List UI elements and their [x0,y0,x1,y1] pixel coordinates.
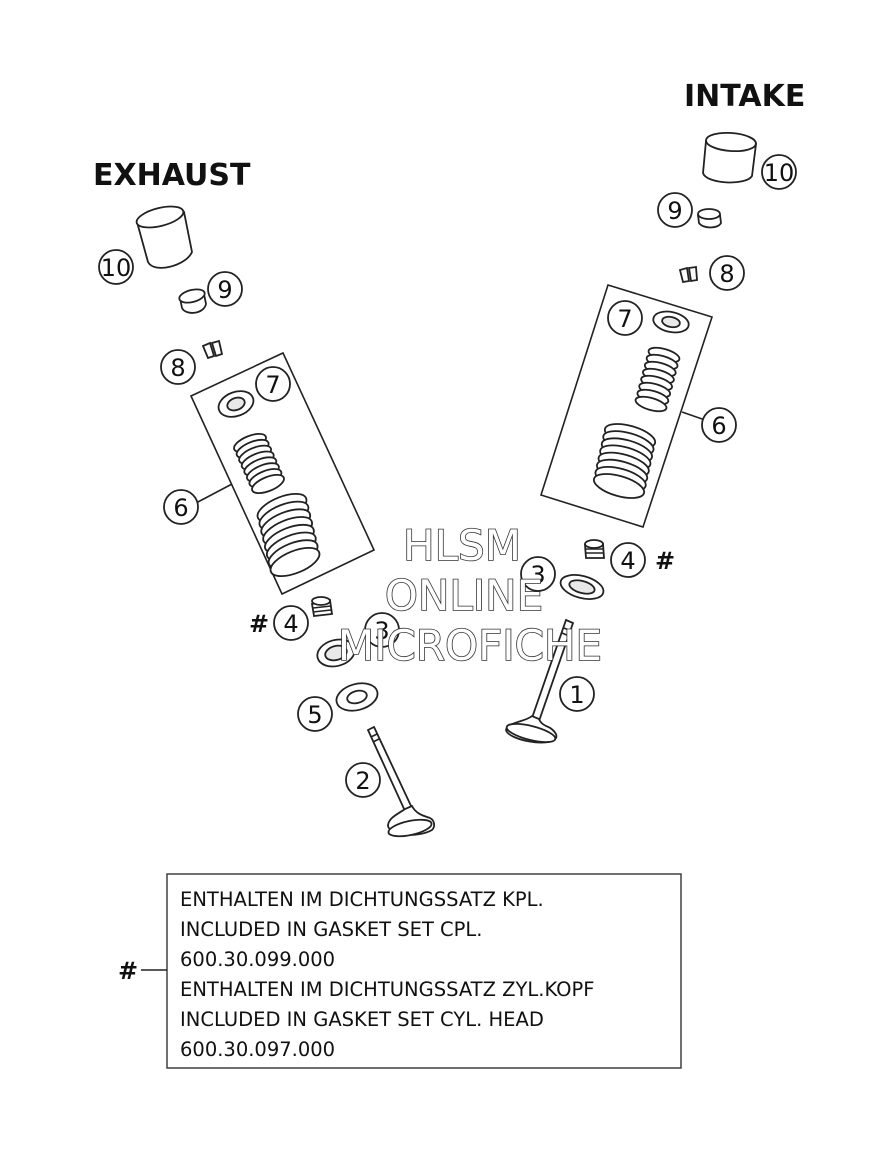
watermark-line-3: MICROFICHE [338,621,602,670]
svg-text:2: 2 [355,767,370,795]
exhaust-shim-9 [178,288,207,314]
exhaust-callout-2: 2 [345,762,381,798]
exhaust-callout-5: 5 [297,696,333,732]
intake-inner-spring [634,346,681,413]
exhaust-spring-group-box [189,351,376,596]
exhaust-callout-6: 6 [163,489,199,525]
spring-coil [592,473,646,499]
svg-text:1: 1 [569,681,584,709]
svg-text:7: 7 [617,305,632,333]
exhaust-hash-marker: # [249,610,269,638]
exhaust-retainer-7 [217,390,255,418]
intake-valve-1 [505,618,575,744]
svg-text:4: 4 [620,547,635,575]
watermark-line-2: ONLINE [385,571,543,620]
svg-text:3: 3 [530,561,545,589]
exhaust-spring-seat-3 [316,638,356,668]
svg-text:10: 10 [101,254,132,282]
intake-spring-group-box [539,284,714,528]
note-line: ENTHALTEN IM DICHTUNGSSATZ ZYL.KOPF [180,978,595,1001]
svg-text:9: 9 [667,197,682,225]
intake-callout-3: 3 [520,556,556,592]
svg-text:5: 5 [307,701,322,729]
intake-keepers-8 [678,265,698,284]
exhaust-callout-9: 9 [207,271,243,307]
intake-callout-7: 7 [607,300,643,336]
intake-outer-spring [592,423,657,499]
svg-text:6: 6 [711,412,726,440]
svg-text:7: 7 [265,371,280,399]
note-line: INCLUDED IN GASKET SET CYL. HEAD [180,1008,544,1031]
intake-callout-4: 4 [610,542,646,578]
exhaust-callout-7: 7 [255,366,291,402]
intake-heading: INTAKE [684,79,805,114]
exhaust-inner-spring [233,433,285,494]
intake-hash-marker: # [655,547,675,575]
exhaust-tappet-10 [135,205,193,269]
exhaust-washer-5 [335,682,379,712]
intake-tappet-10 [702,131,758,184]
note-line: 600.30.099.000 [180,948,335,971]
exhaust-callout-3: 3 [364,612,400,648]
exhaust-stem-seal-4 [310,596,334,617]
intake-stem-seal-4 [584,539,605,559]
watermark-line-1: HLSM [403,521,521,570]
exhaust-heading: EXHAUST [93,158,251,193]
intake-spring-seat-3 [559,574,605,600]
intake-leader-6 [681,411,706,421]
svg-text:8: 8 [719,260,734,288]
exhaust-keepers-8 [201,339,224,360]
svg-text:6: 6 [173,494,188,522]
note-line: 600.30.097.000 [180,1038,335,1061]
intake-retainer-7 [652,310,690,334]
intake-callout-6: 6 [701,407,737,443]
exhaust-callout-8: 8 [160,349,196,385]
note-line: ENTHALTEN IM DICHTUNGSSATZ KPL. [180,888,544,911]
svg-text:10: 10 [764,159,795,187]
watermark: HLSM ONLINE MICROFICHE [337,520,603,671]
note-line: INCLUDED IN GASKET SET CPL. [180,918,483,941]
svg-text:9: 9 [217,276,232,304]
exhaust-outer-spring [256,492,321,578]
spring-coil [251,474,285,494]
intake-callout-8: 8 [709,255,745,291]
spring-coil [634,395,668,413]
intake-callout-9: 9 [657,192,693,228]
exhaust-valve-2 [366,725,436,838]
exhaust-callout-4: 4 [273,605,309,641]
intake-callout-1: 1 [559,676,595,712]
spring-coil [269,546,321,578]
exhaust-callout-10: 10 [98,249,134,285]
svg-text:8: 8 [170,354,185,382]
exhaust-leader-6 [195,483,233,504]
note-box [166,873,682,1069]
intake-callout-10: 10 [761,154,797,190]
svg-text:3: 3 [374,617,389,645]
gasket-set-note: # ENTHALTEN IM DICHTUNGSSATZ KPL. INCLUD… [118,873,682,1069]
svg-text:4: 4 [283,610,298,638]
intake-shim-9 [696,208,722,229]
note-hash-marker: # [118,957,138,985]
